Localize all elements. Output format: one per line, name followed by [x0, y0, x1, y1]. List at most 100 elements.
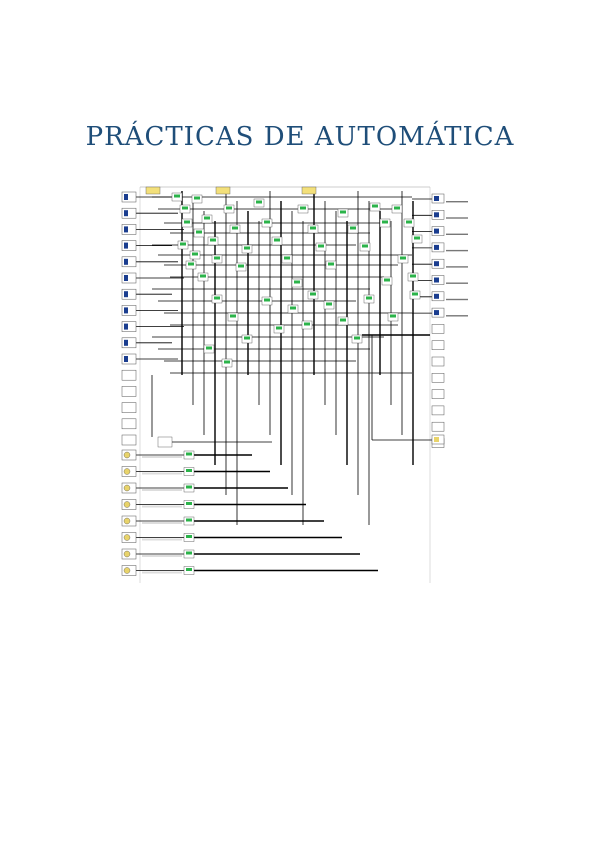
function-block-icon — [224, 360, 230, 364]
function-block-icon — [400, 256, 406, 260]
input-block — [121, 224, 137, 235]
function-block-icon — [382, 220, 388, 224]
function-block-icon — [188, 262, 194, 266]
output-block — [431, 324, 445, 334]
function-block-icon — [354, 336, 360, 340]
input-icon — [124, 258, 128, 265]
function-block-icon — [372, 204, 378, 208]
output-block — [431, 389, 445, 399]
function-block-icon — [394, 206, 400, 210]
input-label-bar — [142, 538, 182, 541]
output-icon — [434, 196, 439, 201]
input-block — [121, 402, 137, 413]
function-block-icon — [384, 278, 390, 282]
output-icon — [434, 261, 439, 267]
function-block-icon — [256, 200, 262, 204]
function-block-icon — [340, 318, 346, 322]
function-block-icon — [206, 346, 212, 350]
function-block-icon — [204, 216, 210, 220]
output-block — [431, 405, 445, 416]
output-label-bar — [446, 201, 468, 203]
function-block-icon — [214, 296, 220, 300]
function-block-icon — [310, 292, 316, 296]
input-icon — [123, 517, 131, 525]
function-block-icon — [184, 220, 190, 224]
input-icon — [124, 307, 128, 314]
input-icon — [124, 194, 128, 200]
function-block-icon — [186, 518, 192, 522]
output-icon — [434, 244, 439, 250]
function-block-icon — [362, 244, 368, 248]
input-icon — [124, 356, 128, 362]
function-block-icon — [232, 226, 238, 230]
function-block-icon — [194, 196, 200, 200]
input-block — [121, 337, 137, 349]
function-block-icon — [276, 326, 282, 330]
page-title: PRÁCTICAS DE AUTOMÁTICA — [85, 122, 515, 152]
function-block-icon — [196, 230, 202, 234]
function-block-icon — [390, 314, 396, 318]
function-block-icon — [310, 226, 316, 230]
input-block — [121, 207, 137, 219]
input-icon — [123, 534, 131, 541]
input-label-bar — [142, 505, 182, 508]
function-block-icon — [414, 236, 420, 240]
function-block-icon — [284, 256, 290, 260]
function-block — [157, 436, 173, 448]
output-icon — [434, 277, 439, 283]
function-block-icon — [186, 551, 192, 555]
plc-ladder-diagram — [121, 186, 468, 583]
function-block-icon — [294, 280, 300, 284]
output-icon — [434, 310, 439, 316]
input-label-bar — [142, 456, 182, 458]
input-icon — [124, 339, 128, 346]
output-block — [431, 421, 445, 432]
output-icon — [434, 437, 439, 442]
output-label-bar — [446, 298, 468, 301]
input-icon — [124, 226, 128, 233]
function-block-icon — [186, 485, 192, 489]
output-block — [431, 373, 445, 383]
input-block — [121, 434, 137, 446]
input-block — [121, 240, 137, 251]
input-label-bar — [142, 571, 182, 574]
output-label-bar — [446, 217, 468, 219]
function-block-icon — [214, 256, 220, 260]
input-block — [121, 288, 137, 300]
header-block — [145, 186, 161, 195]
input-block — [121, 256, 137, 268]
input-block — [121, 321, 137, 332]
input-icon — [123, 451, 131, 459]
input-icon — [123, 501, 131, 508]
function-block-icon — [340, 210, 346, 214]
input-block — [121, 353, 137, 365]
input-label-bar — [142, 489, 182, 491]
function-block-icon — [192, 252, 198, 256]
input-block — [121, 369, 137, 381]
input-block — [121, 272, 137, 284]
output-label-bar — [446, 282, 468, 284]
output-label-bar — [446, 266, 468, 268]
input-icon — [123, 484, 131, 492]
function-block-icon — [264, 298, 270, 302]
function-block-icon — [406, 220, 412, 224]
input-icon — [124, 242, 128, 249]
input-icon — [124, 210, 128, 217]
function-block-icon — [366, 296, 372, 300]
input-icon — [124, 323, 128, 330]
function-block-icon — [412, 292, 418, 296]
function-block-icon — [230, 314, 236, 318]
function-block-icon — [210, 238, 216, 242]
function-block-icon — [304, 322, 310, 326]
output-icon — [434, 228, 439, 234]
output-label-bar — [446, 315, 468, 317]
input-icon — [123, 567, 131, 574]
function-block-icon — [186, 502, 192, 505]
output-icon — [434, 212, 439, 218]
function-block-icon — [200, 274, 206, 278]
function-block-icon — [264, 220, 270, 224]
function-block-icon — [174, 194, 180, 198]
output-label-bar — [446, 249, 468, 252]
output-label-bar — [446, 233, 468, 235]
input-block — [121, 386, 137, 397]
